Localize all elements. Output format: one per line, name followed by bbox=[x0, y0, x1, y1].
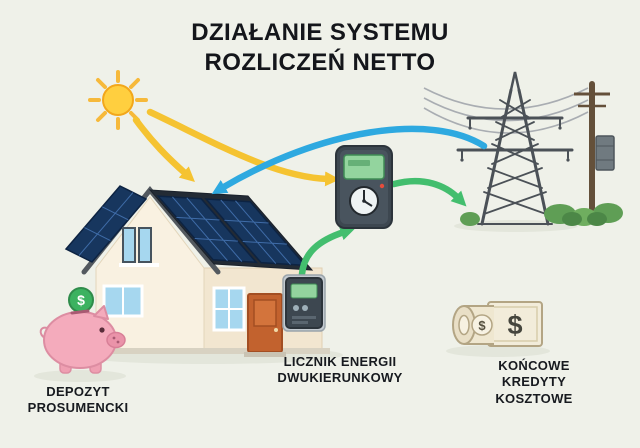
flow-arrow-house-to-meter bbox=[146, 108, 340, 187]
meter-label-line1: LICZNIK ENERGII bbox=[283, 354, 397, 369]
solar-panel-icon-left bbox=[64, 185, 148, 263]
flow-arrow-grid-to-house bbox=[211, 125, 488, 195]
deposit-label-line1: DEPOZYT bbox=[46, 384, 110, 399]
coin-icon: $ bbox=[68, 287, 94, 313]
banknote-icon: $ bbox=[487, 301, 543, 347]
page-title-line1: DZIAŁANIE SYSTEMU bbox=[191, 19, 449, 46]
coin-dollar-symbol: $ bbox=[77, 292, 85, 308]
flow-arrow-wall-meter-to-meter bbox=[298, 225, 356, 278]
house-window-left bbox=[102, 284, 144, 318]
credits-label-line2: KREDYTY bbox=[501, 374, 567, 390]
meter-label-line2: DWUKIERUNKOWY bbox=[277, 370, 403, 386]
credits-label-line1: KOŃCOWE bbox=[498, 358, 570, 373]
page-title: DZIAŁANIE SYSTEMU ROZLICZEŃ NETTO bbox=[0, 18, 640, 78]
house-window-right bbox=[212, 286, 246, 332]
wall-meter-icon bbox=[282, 274, 326, 332]
meter-label: LICZNIK ENERGII DWUKIERUNKOWY bbox=[240, 354, 440, 387]
flow-arrow-meter-to-grid bbox=[390, 177, 467, 207]
gable-windows bbox=[119, 227, 159, 267]
money-roll-icon: $ $ bbox=[452, 301, 543, 347]
deposit-label-line2: PROSUMENCKI bbox=[27, 400, 129, 416]
solar-panel-icon-main bbox=[158, 196, 305, 265]
roll-dollar-symbol: $ bbox=[478, 318, 486, 333]
pylon-icon bbox=[456, 71, 574, 226]
credits-label-line3: KOSZTOWE bbox=[495, 390, 573, 406]
credits-label: KOŃCOWE KREDYTY KOSZTOWE bbox=[464, 358, 604, 407]
page-title-line2: ROZLICZEŃ NETTO bbox=[204, 49, 436, 76]
flow-arrows bbox=[132, 108, 488, 278]
utility-pole-icon bbox=[574, 81, 615, 221]
sun-icon bbox=[88, 70, 148, 130]
bushes bbox=[460, 203, 623, 226]
house-door bbox=[244, 293, 286, 357]
piggy-bank-icon: $ bbox=[39, 287, 126, 374]
flow-arrow-sun-to-house bbox=[132, 116, 195, 182]
house-icon bbox=[66, 186, 330, 357]
meter-icon bbox=[335, 145, 393, 229]
deposit-label: DEPOZYT PROSUMENCKI bbox=[8, 384, 148, 417]
bill-dollar-symbol: $ bbox=[507, 310, 522, 340]
